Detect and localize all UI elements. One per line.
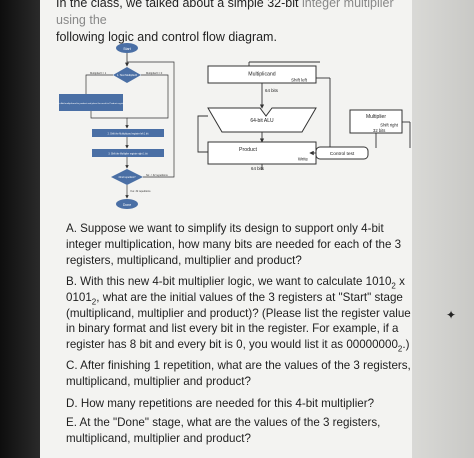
flow-step-1a <box>59 94 123 111</box>
multiplicand-label: Multiplicand <box>248 72 276 78</box>
datapath: Multiplicand Shift left 64 bits 64-bit A… <box>197 61 411 171</box>
product-label: Product <box>239 147 257 153</box>
flow-branch-right: Multiplier0 = 0 <box>146 71 163 75</box>
flow-step-2-label: 2. Shift the Multiplicand register left … <box>108 133 149 136</box>
flow-step-1a-label: 1a. Add multiplicand to product and plac… <box>57 102 125 105</box>
flowchart: Start 1. Test Multiplier0 Multiplier0 = … <box>57 43 175 209</box>
multiplier-diagram: Start 1. Test Multiplier0 Multiplier0 = … <box>57 43 411 209</box>
shift-left-label: Shift left <box>291 78 308 83</box>
flow-test-decision <box>113 67 141 83</box>
intro-line-1: In the class, we talked about a simple 3… <box>56 0 394 27</box>
bits-64-top: 64 bits <box>265 88 279 93</box>
background-left <box>0 0 40 458</box>
question-d: D. How many repetitions are needed for t… <box>66 397 375 410</box>
question-b: B. With this new 4-bit multiplier logic,… <box>66 275 411 354</box>
flow-step-3-label: 3. Shift the Multiplier register right 1… <box>108 153 148 156</box>
flow-repeat-decision <box>111 169 143 185</box>
flow-repeat-label: 32nd repetition? <box>118 176 136 179</box>
flow-test-label: 1. Test Multiplier0 <box>117 73 138 77</box>
flow-branch-no: No: < 32 repetitions <box>146 174 168 177</box>
flow-branch-left: Multiplier0 = 1 <box>90 71 107 75</box>
flow-done <box>116 199 138 209</box>
question-c: C. After finishing 1 repetition, what ar… <box>66 359 411 388</box>
bits-64-bottom: 64 bits <box>251 166 265 171</box>
multiplier-label: Multiplier <box>366 114 386 120</box>
question-e: E. At the "Done" stage, what are the val… <box>66 416 381 445</box>
alu-label: 64-bit ALU <box>250 118 274 124</box>
flow-step-3 <box>92 149 164 157</box>
intro-text: In the class, we talked about a simple 3… <box>56 0 406 46</box>
write-label: Write <box>298 157 309 162</box>
intro-line-2: following logic and control flow diagram… <box>56 30 277 44</box>
cursor-icon: ✦ <box>446 308 457 322</box>
flow-step-2 <box>92 129 164 137</box>
document-page: In the class, we talked about a simple 3… <box>40 0 412 458</box>
flow-start-label: Start <box>123 47 130 51</box>
flow-done-label: Done <box>123 203 131 207</box>
alu <box>207 107 317 133</box>
flow-start <box>116 43 138 53</box>
control-test-label: Control test <box>330 151 355 157</box>
flow-branch-yes: Yes: 32 repetitions <box>130 190 151 193</box>
background-right <box>412 0 474 458</box>
question-a: A. Suppose we want to simplify its desig… <box>66 222 402 267</box>
bits-32: 32 bits <box>373 128 385 133</box>
shift-right-label: Shift right <box>380 123 399 128</box>
